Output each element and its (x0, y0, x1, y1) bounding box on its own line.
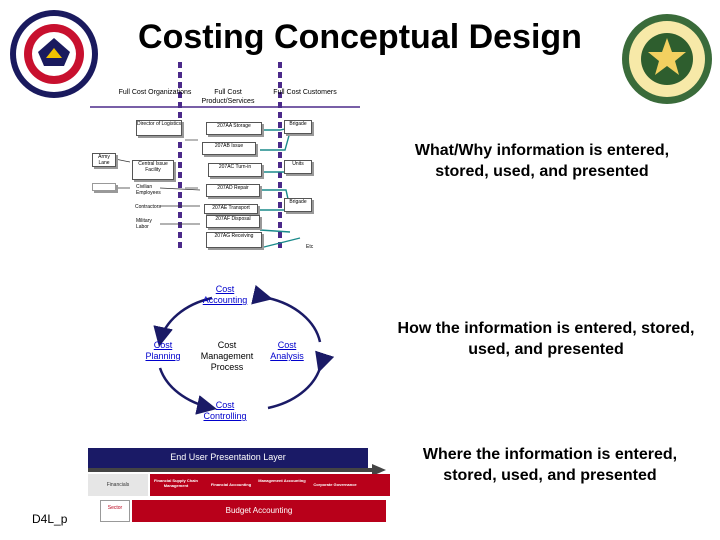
module-band-red (150, 474, 390, 496)
cost-analysis-link[interactable]: Cost Analysis (270, 340, 304, 361)
cost-accounting-link[interactable]: Cost Accounting (202, 284, 248, 305)
org-box-cif: Central Issue Facility (132, 160, 174, 180)
budget-accounting-label: Budget Accounting (225, 506, 293, 515)
army-financial-seal-icon (622, 14, 712, 104)
org-box-minor (92, 183, 116, 191)
module-financials (88, 474, 148, 496)
column-heading-organizations: Full Cost Organizations (118, 89, 192, 96)
customer-box-brigade-2: Brigade (284, 198, 312, 212)
module-cg-label: Corporate Governance (313, 482, 357, 487)
module-ma-label: Management Accounting (258, 478, 306, 483)
customer-box-units: Units (284, 160, 312, 174)
customer-box-brigade-1: Brigade (284, 120, 312, 134)
sector-tag-box (100, 500, 130, 522)
service-box-transport: 207AE Transport (204, 204, 258, 214)
service-box-disposal: 207AF Disposal (206, 215, 260, 228)
full-cost-diagram (90, 62, 360, 250)
cost-planning-link[interactable]: Cost Planning (145, 340, 181, 361)
org-box-dol: Director of Logistics (136, 120, 182, 136)
module-fa-label: Financial Accounting (210, 482, 252, 487)
org-box-army-lane: Army Lane (92, 153, 116, 167)
service-box-repair: 207AD Repair (206, 184, 260, 197)
cost-controlling-link[interactable]: Cost Controlling (203, 400, 247, 421)
timeline-arrow-bar (88, 468, 378, 472)
cost-cycle-diagram (153, 284, 335, 415)
module-fscm-label: Financial Supply Chain Management (153, 478, 198, 488)
service-box-issue: 207AB Issue (202, 142, 256, 155)
label-contractors: Contractors (135, 204, 161, 210)
timeline-arrow-icon (372, 464, 386, 476)
presentation-layer-label: End User Presentation Layer (170, 452, 286, 462)
footer-label: D4L_p (32, 512, 68, 526)
module-financials-label: Financials (106, 482, 130, 488)
etc-label: Etc (306, 244, 314, 250)
label-civilian: Civilian Employees (136, 184, 161, 196)
sector-tag-label: Sector (107, 505, 123, 511)
service-box-receiving: 207AG Receiving (206, 232, 262, 248)
service-box-turnin: 207AC Turn-in (208, 163, 262, 177)
column-heading-customers: Full Cost Customers (273, 89, 337, 96)
cost-management-label: Cost Management Process (200, 340, 254, 372)
asa-seal-icon (10, 10, 98, 98)
budget-accounting-bar (132, 500, 386, 522)
label-military: Military Labor (136, 218, 152, 230)
how-text: How the information is entered, stored, … (397, 320, 695, 358)
what-why-text: What/Why information is entered, stored,… (414, 142, 670, 180)
column-heading-products: Full Cost Product/Services (201, 89, 255, 105)
where-text: Where the information is entered, stored… (422, 446, 678, 484)
service-box-storage: 207AA Storage (206, 122, 262, 135)
presentation-layer-bar (88, 448, 368, 468)
page-title: Costing Conceptual Design (138, 18, 582, 56)
